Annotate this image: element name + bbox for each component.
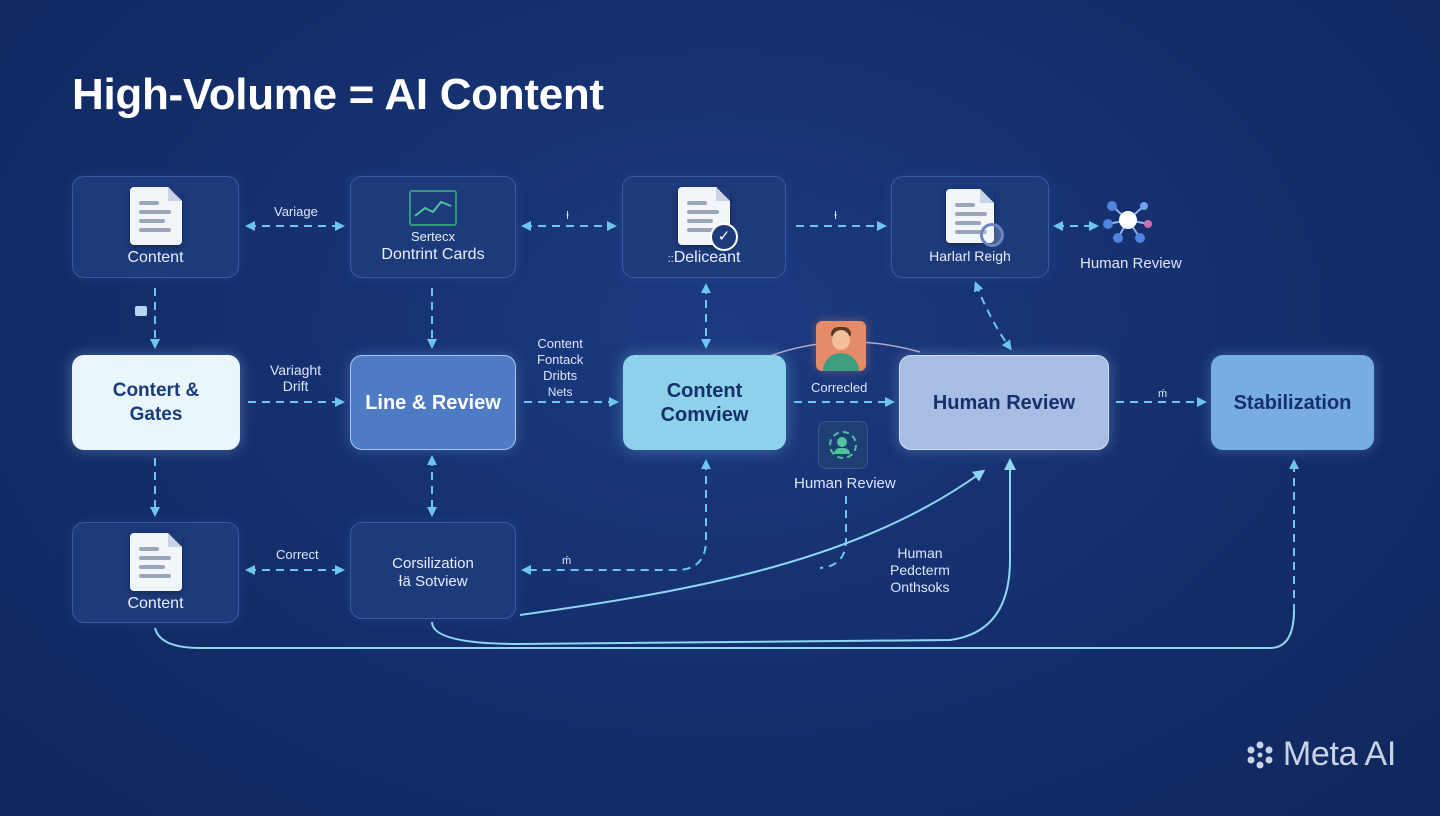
meta-ai-logo-icon (1247, 741, 1273, 768)
human-review-icon (818, 421, 868, 469)
document-check-icon: ✓ (678, 186, 738, 251)
network-icon (1103, 201, 1152, 243)
edge-label-human-1: Human (897, 545, 943, 561)
node-label-line2: Dontrint Cards (381, 246, 485, 263)
edge-label-human-2: Pedcterm (890, 562, 950, 578)
node-label-line2: Gates (129, 403, 183, 425)
edge-label-fontack-3: Dribts (543, 368, 578, 383)
node-content-comview[interactable]: Content Comview (623, 355, 786, 450)
node-label-line2: Comview (660, 403, 749, 426)
document-icon (129, 187, 182, 245)
document-icon (129, 532, 182, 591)
node-label-line1: Contert & (112, 379, 200, 401)
edge-humanreview-icon-down (819, 496, 847, 569)
edge-label-variaght-2: Drift (282, 378, 309, 394)
edge-bottom-long (154, 609, 1295, 649)
edge-comview-corsilization (521, 459, 711, 575)
node-corsilization[interactable]: Corsilization Ɨä Sotview (350, 522, 516, 619)
node-deliceant[interactable]: ✓ ::Deliceant (622, 176, 786, 278)
node-line-review[interactable]: Line & Review (350, 355, 516, 450)
document-search-icon (946, 189, 1004, 247)
edge-label-fontack-4: Nets (547, 385, 573, 399)
node-label: Content (127, 249, 184, 266)
node-dashboard-cards[interactable]: Sertecx Dontrint Cards (350, 176, 516, 278)
edge-label-corrected: Correcled (811, 380, 868, 395)
edge-label-bottom-mid: ḿ (562, 555, 572, 567)
node-label-text: Deliceant (673, 248, 741, 266)
edge-label-variaght: Variaght Drift (270, 362, 321, 394)
human-review-icon-label: Human Review (794, 475, 896, 492)
brand-text: Meta AI (1282, 735, 1396, 773)
node-label-prefix: :: (667, 252, 674, 265)
edge-label-correct: Correct (276, 547, 319, 562)
edge-label-fontack-2: Fontack (537, 352, 584, 367)
node-label-line1: Sertecx (410, 229, 456, 244)
page-title: High-Volume = AI Content (72, 70, 604, 119)
node-label: Harlarl Reigh (929, 248, 1011, 264)
edge-label-fontack-1: Content (537, 336, 583, 351)
edge-corsilization-to-human-curve (519, 469, 986, 616)
brand-watermark: Meta AI (1245, 735, 1396, 774)
node-label: ::Deliceant (668, 249, 741, 268)
edge-label-variage: Variage (274, 204, 318, 219)
edge-harlarl-human (973, 281, 1012, 351)
edge-label-human: Human Pedcterm Onthsoks (890, 545, 950, 596)
node-label: Line & Review (365, 391, 501, 414)
node-label: Content (127, 594, 184, 612)
edge-label-top-mid-1: Ɨ (566, 210, 570, 222)
edge-label-human-3: Onthsoks (890, 579, 950, 595)
edge-label-top-mid-2: Ɨ (834, 210, 838, 222)
node-human-review[interactable]: Human Review (899, 355, 1109, 450)
edge-label-mid-right: ḿ (1158, 388, 1168, 400)
node-content-top[interactable]: Content (72, 176, 239, 278)
node-label-line2: Ɨä Sotview (398, 572, 468, 590)
edge-bottom-loop (431, 458, 1016, 646)
node-label: Stabilization (1233, 391, 1352, 414)
node-label-line1: Corsilization (392, 554, 474, 572)
node-content-gates[interactable]: Contert & Gates (72, 355, 240, 450)
node-content-bottom[interactable]: Content (72, 522, 239, 623)
node-label: Human Review (932, 391, 1076, 414)
edge-label-fontack: Content Fontack Dribts Nets (537, 336, 583, 400)
edge-label-variaght-1: Variaght (270, 362, 322, 378)
small-lock-icon (135, 306, 147, 316)
chart-icon (409, 190, 457, 226)
node-stabilization[interactable]: Stabilization (1211, 355, 1374, 450)
reviewer-avatar-icon (816, 321, 866, 371)
network-label: Human Review (1080, 255, 1182, 272)
node-label-line1: Content (666, 379, 743, 402)
node-harlarl-reigh[interactable]: Harlarl Reigh (891, 176, 1049, 278)
